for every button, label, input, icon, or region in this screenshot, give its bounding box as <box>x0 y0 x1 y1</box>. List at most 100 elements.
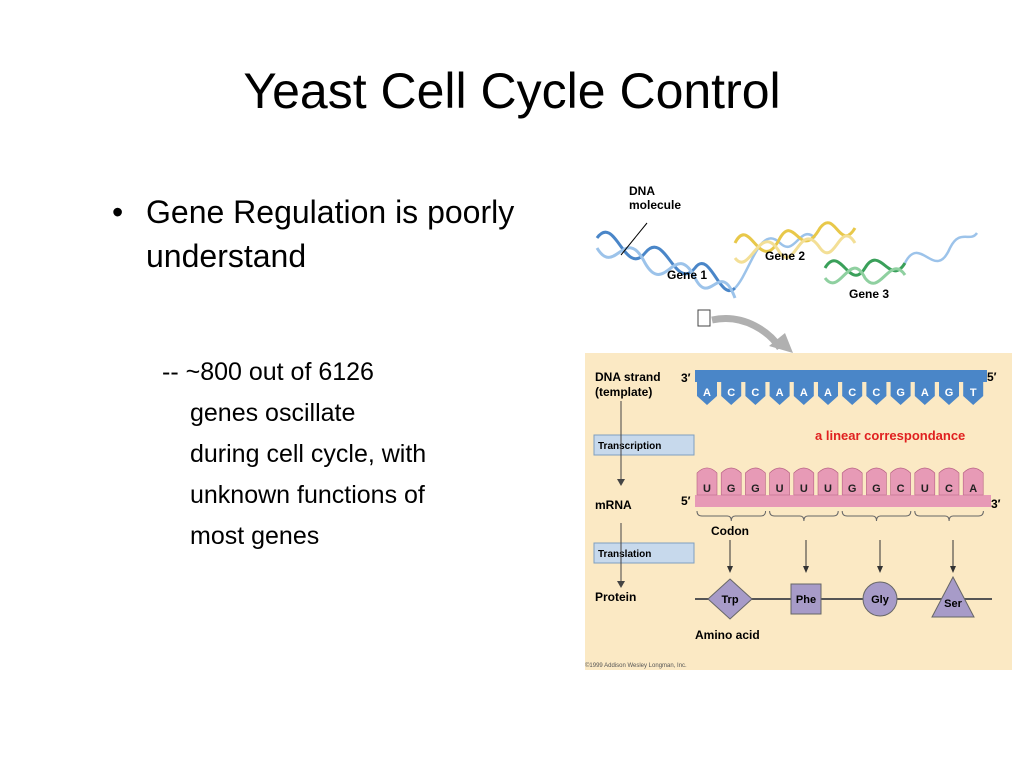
amino-acid-caption: Amino acid <box>695 628 760 642</box>
codon-brace <box>696 510 767 522</box>
mrna-base-tile <box>745 467 766 496</box>
dna-base-letter: T <box>970 387 977 399</box>
dna-base-tile <box>866 382 887 405</box>
codon-brace <box>914 510 984 522</box>
mrna-label: mRNA <box>595 498 632 512</box>
dna-to-protein-figure: DNA molecule Gene 1 Gene 2 Gene 3 DNA st… <box>585 184 1012 670</box>
dna-label: molecule <box>629 198 681 212</box>
mrna-base-tile <box>817 467 839 496</box>
mrna-base-letter: C <box>945 483 953 495</box>
mrna-base-tile <box>962 467 984 496</box>
mrna-base-letter: U <box>800 483 808 495</box>
protein-label: Protein <box>595 590 636 604</box>
amino-acid-label: Ser <box>944 598 962 610</box>
dna-base-letter: A <box>921 387 929 399</box>
mrna-base-tile <box>914 467 936 496</box>
mrna-base-letter: G <box>727 483 736 495</box>
dna-base-tile <box>818 382 838 405</box>
translation-arrow-head <box>877 566 883 573</box>
dna-base-tile <box>842 382 863 405</box>
transcription-box <box>593 434 695 456</box>
mrna-base-tile <box>938 467 960 496</box>
mrna-base-tile <box>769 467 790 496</box>
codon-brace <box>841 510 912 522</box>
amino-acid-phe <box>790 583 822 615</box>
prime-label: 3′ <box>681 371 691 385</box>
amino-acid-gly <box>862 581 898 617</box>
dna-strand-label: (template) <box>595 385 652 399</box>
mrna-base-letter: A <box>969 483 977 495</box>
codon-label: Codon <box>711 524 749 538</box>
dna-base-tile <box>890 382 911 405</box>
translation-arrow-head <box>950 566 956 573</box>
prime-label: 3′ <box>991 497 1001 511</box>
dna-base-letter: C <box>727 387 735 399</box>
mrna-base-tile <box>841 467 863 496</box>
translation-arrows <box>727 540 956 573</box>
dna-base-letter: A <box>703 387 711 399</box>
mrna-base-letter: G <box>872 483 881 495</box>
amino-acid-ser <box>931 575 975 618</box>
translation-box <box>593 542 695 564</box>
dna-base-letter: C <box>872 387 880 399</box>
dna-base-tile <box>939 382 959 405</box>
mrna-base-letter: U <box>824 483 832 495</box>
dna-strand-label: DNA strand <box>595 370 661 384</box>
mrna-base-letter: G <box>751 483 760 495</box>
dna-base-tile <box>697 382 717 405</box>
dna-base-letter: G <box>896 387 905 399</box>
dna-label: DNA <box>629 184 655 198</box>
transcription-label: Transcription <box>598 441 661 452</box>
mrna-base-letter: U <box>776 483 784 495</box>
dna-base-tile <box>793 382 814 405</box>
translation-arrow-head <box>803 566 809 573</box>
zoom-arrow-head <box>769 333 793 353</box>
dna-base-letter: G <box>945 387 954 399</box>
sub-line: most genes <box>190 522 320 550</box>
sub-line: genes oscillate <box>190 399 356 427</box>
dna-base-letter: A <box>800 387 808 399</box>
mrna-base-tile <box>720 467 742 496</box>
bullet-text: Gene Regulation is poorly understand <box>146 194 515 274</box>
mrna-base-tile <box>696 467 718 496</box>
amino-acid-trp <box>707 578 753 620</box>
sub-line: unknown functions of <box>190 481 425 509</box>
zoom-arrow <box>711 315 783 351</box>
dna-base-tile <box>745 382 766 405</box>
dna-base-letter: A <box>776 387 784 399</box>
amino-acid-label: Trp <box>721 594 738 606</box>
prime-label: 5′ <box>987 370 997 384</box>
translation-arrow-head <box>727 566 733 573</box>
mrna-base-letter: C <box>897 483 905 495</box>
amino-acid-label: Phe <box>796 594 816 606</box>
dna-molecule <box>595 221 979 327</box>
sub-line: during cell cycle, with <box>190 440 427 468</box>
prime-label: 5′ <box>681 494 691 508</box>
copyright-text: ©1999 Addison Wesley Longman, Inc. <box>585 662 687 669</box>
bullet-dot: • <box>112 194 124 230</box>
mrna-base-tile <box>793 467 815 496</box>
dna-base-tile <box>769 382 790 405</box>
mrna-base-tile <box>866 467 887 496</box>
mrna-base-letter: G <box>848 483 857 495</box>
dna-base-tile <box>963 382 984 405</box>
mrna-base-letter: U <box>703 483 711 495</box>
gene-label: Gene 3 <box>849 287 889 301</box>
dna-strand-bar <box>695 370 987 382</box>
amino-acid-label: Gly <box>871 594 890 606</box>
mrna-strand-bar <box>695 495 991 507</box>
sub-line: -- ~800 out of 6126 <box>162 358 374 386</box>
dna-base-tile <box>914 382 935 405</box>
dna-base-letter: C <box>751 387 759 399</box>
codon-braces <box>696 510 984 522</box>
mrna-base-letter: U <box>921 483 929 495</box>
dna-base-letter: A <box>824 387 832 399</box>
slide-title: Yeast Cell Cycle Control <box>243 63 781 119</box>
sub-bullet: -- ~800 out of 6126 genes oscillate duri… <box>162 352 522 557</box>
translation-label: Translation <box>598 549 651 560</box>
dna-base-tile <box>721 382 742 405</box>
annotation-label: a linear correspondance <box>815 428 965 443</box>
gene-label: Gene 1 <box>667 268 707 282</box>
